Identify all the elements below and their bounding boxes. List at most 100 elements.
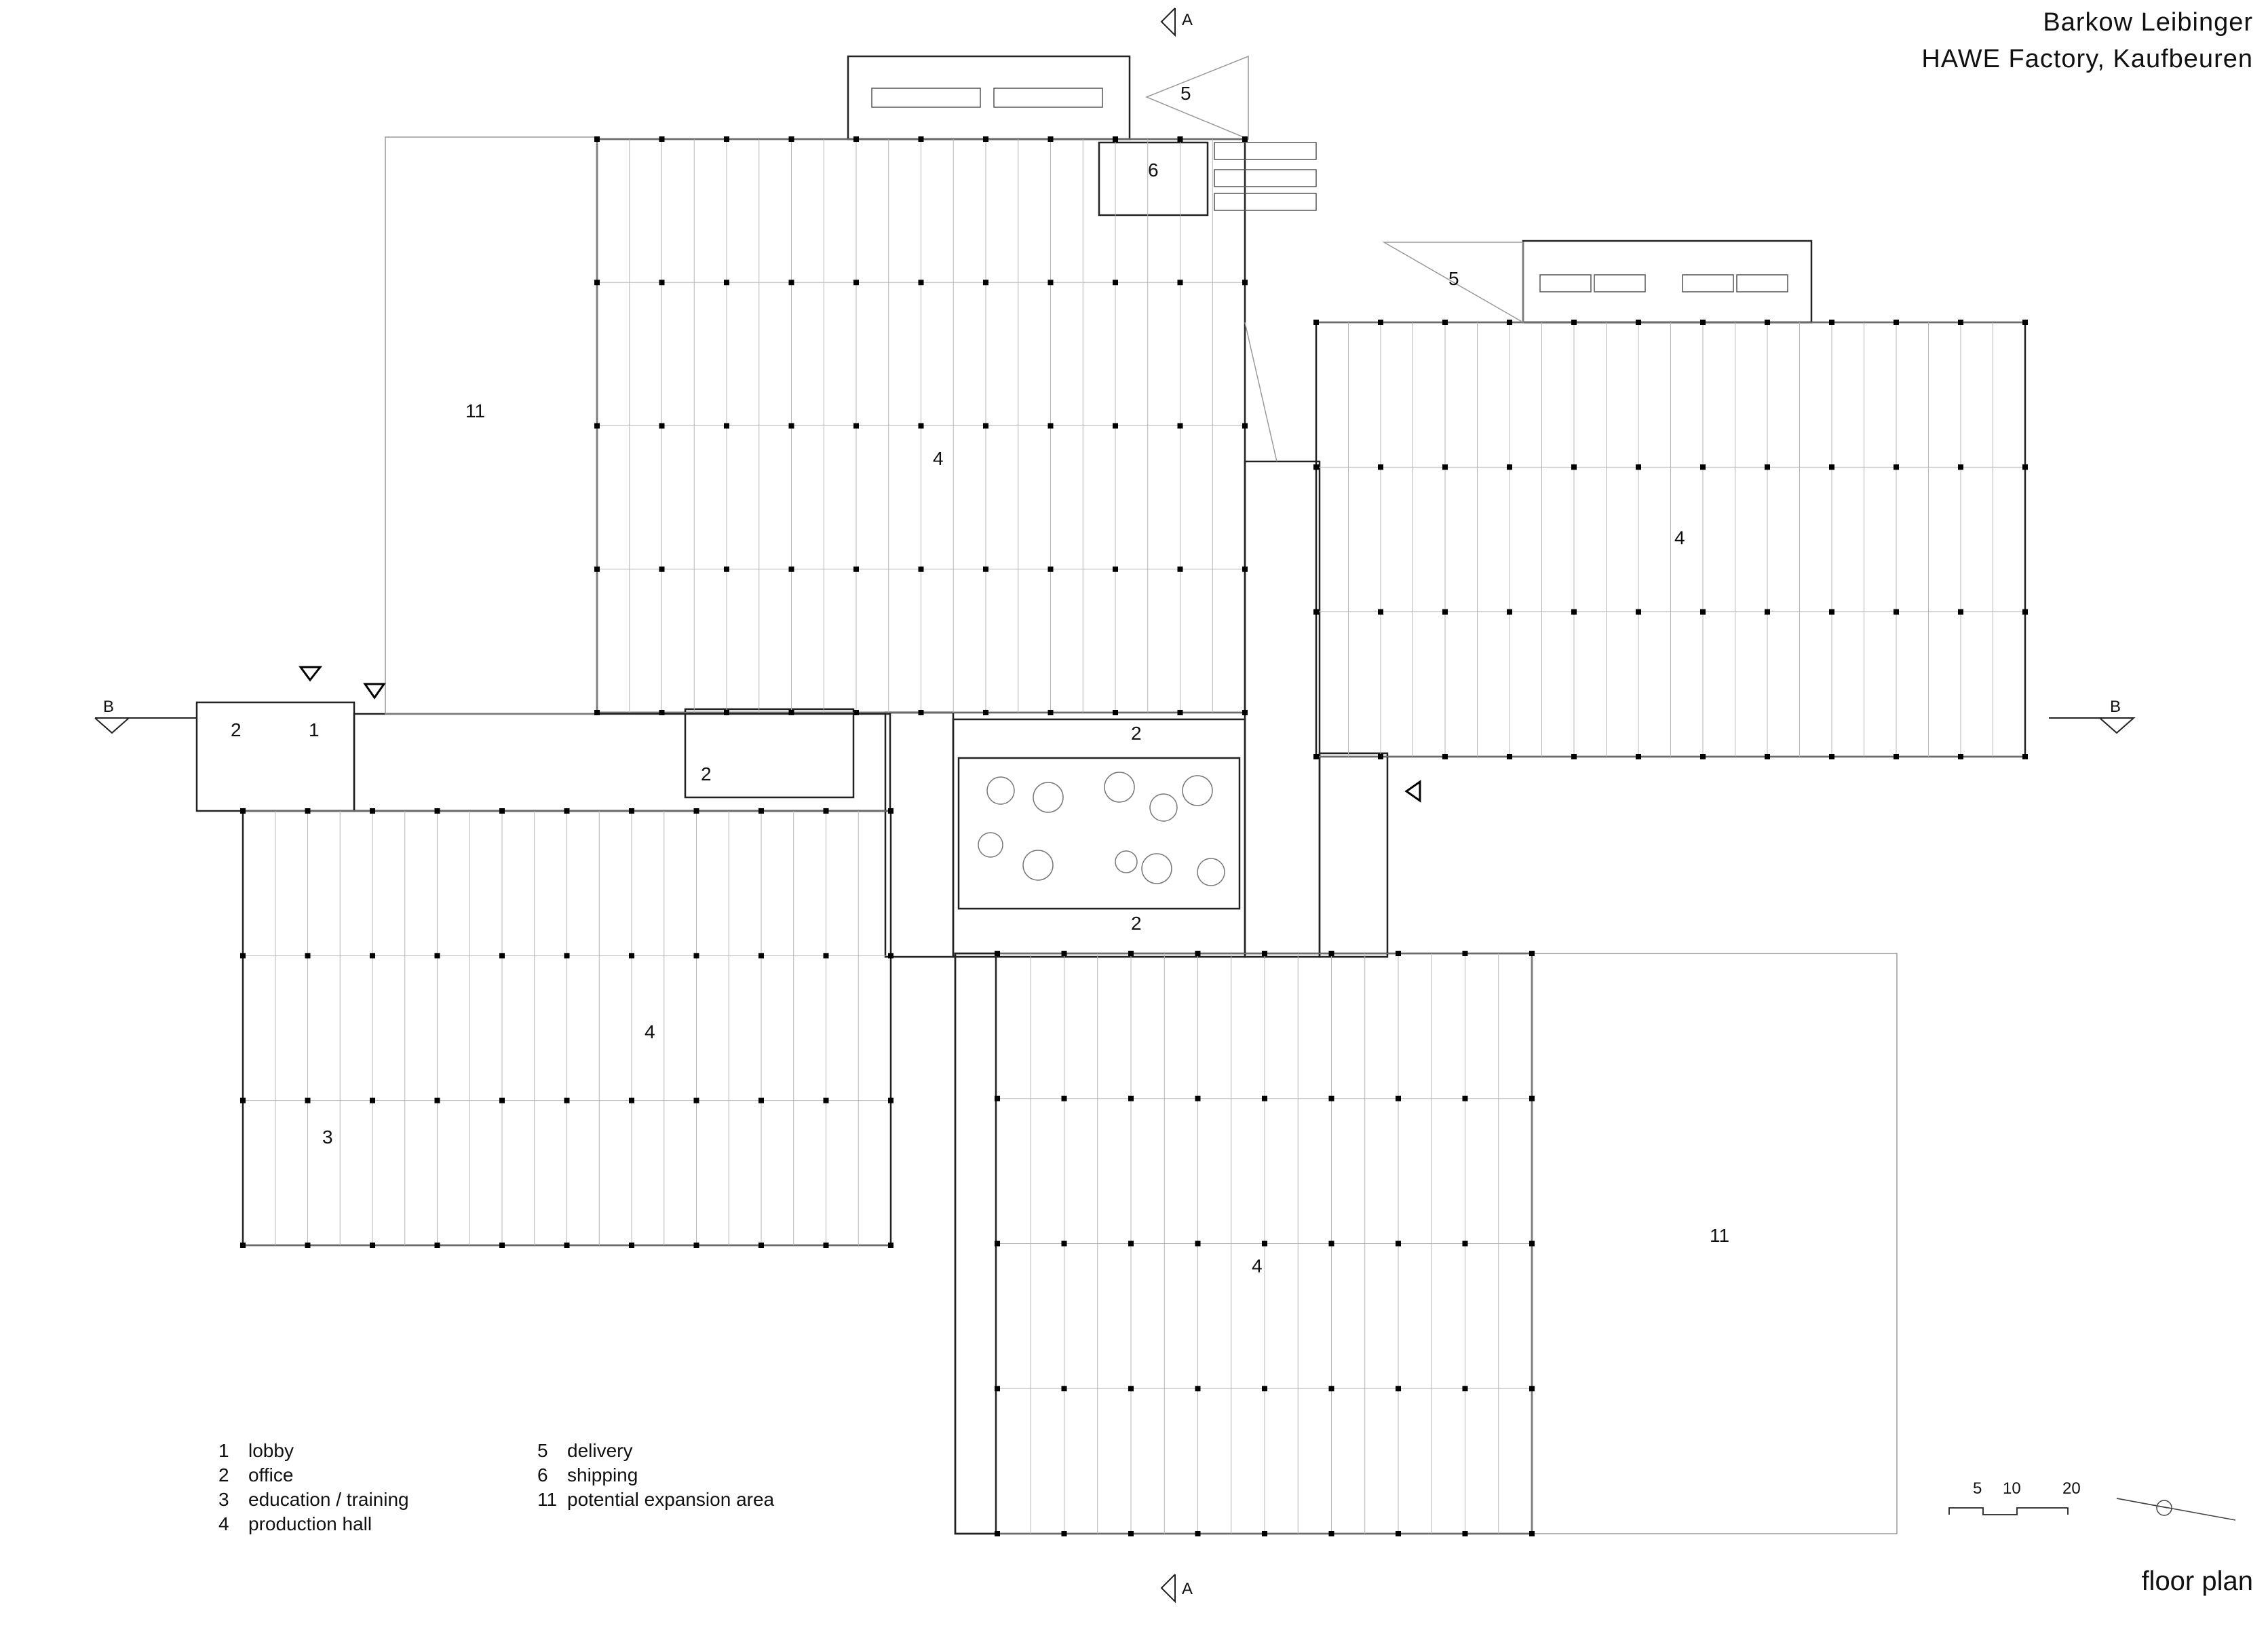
hall-west-column [370,808,375,814]
hall-east-column [2022,464,2028,470]
hall-west-column [370,1243,375,1248]
hall-south-column [1262,1531,1267,1536]
hall-south-column [1195,951,1201,956]
hall-east-column [1636,609,1641,615]
hall-north-column [788,566,794,572]
hall-south-column [1462,1531,1468,1536]
hall-west-column [888,953,893,959]
hall-north-column [853,136,859,142]
hall-west-column [564,808,570,814]
lobby-block [195,701,355,812]
hall-east-column [1378,320,1383,325]
hall-west-column [629,1243,634,1248]
hall-east-column [1442,464,1448,470]
hall-north-column [1242,280,1248,286]
hall-north-column [918,423,924,429]
hall-east-column [1378,754,1383,759]
hall-east-column [1829,464,1834,470]
hall-east-column [1636,464,1641,470]
hall-east-column [1442,320,1448,325]
room-label-delivery-north: 5 [1180,83,1191,104]
hall-east-column [1894,320,1899,325]
hall-south-column [1061,1531,1067,1536]
hall-west-column [758,1097,764,1103]
section-label-a-top: A [1182,11,1193,29]
hall-west-column [434,1243,440,1248]
hall-south-column [1195,1241,1201,1247]
hall-east-column [1571,320,1577,325]
hall-east-column [1958,320,1963,325]
room-label-shipping: 6 [1148,159,1159,181]
stair-core [1318,752,1389,958]
hall-west-column [758,808,764,814]
hall-south-column [1328,1531,1334,1536]
hall-west-column [629,808,634,814]
hall-north-column [1047,280,1054,286]
hall-north-column [918,566,924,572]
hall-north-column [983,566,988,572]
hall-west-column [564,1097,570,1103]
hall-west-column [888,1097,893,1103]
scale-tick-5: 5 [1973,1479,1982,1498]
hall-east-column [1958,609,1963,615]
section-b-left [94,717,131,734]
hall-south-column [1061,1241,1067,1247]
hall-north-column [724,423,729,429]
hall-east-column [1700,754,1706,759]
hall-east-column [1507,320,1512,325]
hall-south-column [1529,1241,1535,1247]
entrance-arrow-west [363,683,386,700]
hall-west-column [564,1243,570,1248]
building-outline [195,55,2026,1535]
hall-west-column [240,1243,246,1248]
room-label-delivery-east: 5 [1448,268,1459,289]
hall-west-column [693,808,699,814]
hall-west-column [434,953,440,959]
hall-south-column [1128,1386,1134,1392]
room-label-expansion-south: 11 [1710,1225,1730,1246]
shipping-room [1098,141,1209,216]
hall-west-column [499,953,505,959]
room-label-hall-east: 4 [1674,527,1685,548]
hall-south-column [995,1241,1000,1247]
hall-south-column [995,951,1000,956]
hall-east-column [1958,754,1963,759]
hall-south-column [1262,951,1267,956]
hall-east-column [1571,464,1577,470]
architect-name: Barkow Leibinger [2043,8,2253,37]
office-block [684,708,855,799]
hall-west-column [240,953,246,959]
hall-south-column [1262,1095,1267,1101]
hall-north-column [983,710,988,715]
hall-west-column [888,808,893,814]
hall-east-column [2022,320,2028,325]
hall-east-column [1765,609,1770,615]
hall-west-column [693,953,699,959]
hall-north-column [788,280,794,286]
hall-north-column [724,136,729,142]
hall-north-column [853,423,859,429]
hall-south-column [1195,1095,1201,1101]
hall-east-column [1571,609,1577,615]
hall-west-column [823,1243,829,1248]
hall-east-column [1442,609,1448,615]
hall-east-column [1765,320,1770,325]
hall-west-column [240,808,246,814]
hall-north-column [1242,566,1248,572]
delivery-annex-east [1522,240,1813,324]
hall-south-column [1396,951,1401,956]
hall-west-column [240,1097,246,1103]
room-label-office-strip: 2 [701,763,712,784]
hall-north-column [1113,566,1118,572]
hall-south-column [1061,1095,1067,1101]
hall-north-column [659,280,665,286]
scale-tick-10: 10 [2003,1479,2021,1498]
room-label-office-south: 2 [1131,913,1142,934]
section-label-b-right: B [2110,698,2121,716]
hall-south-column [1396,1386,1401,1392]
hall-south-column [1462,1095,1468,1101]
hall-west-column [823,1097,829,1103]
hall-west-column [305,953,311,959]
hall-north-column [853,280,859,286]
